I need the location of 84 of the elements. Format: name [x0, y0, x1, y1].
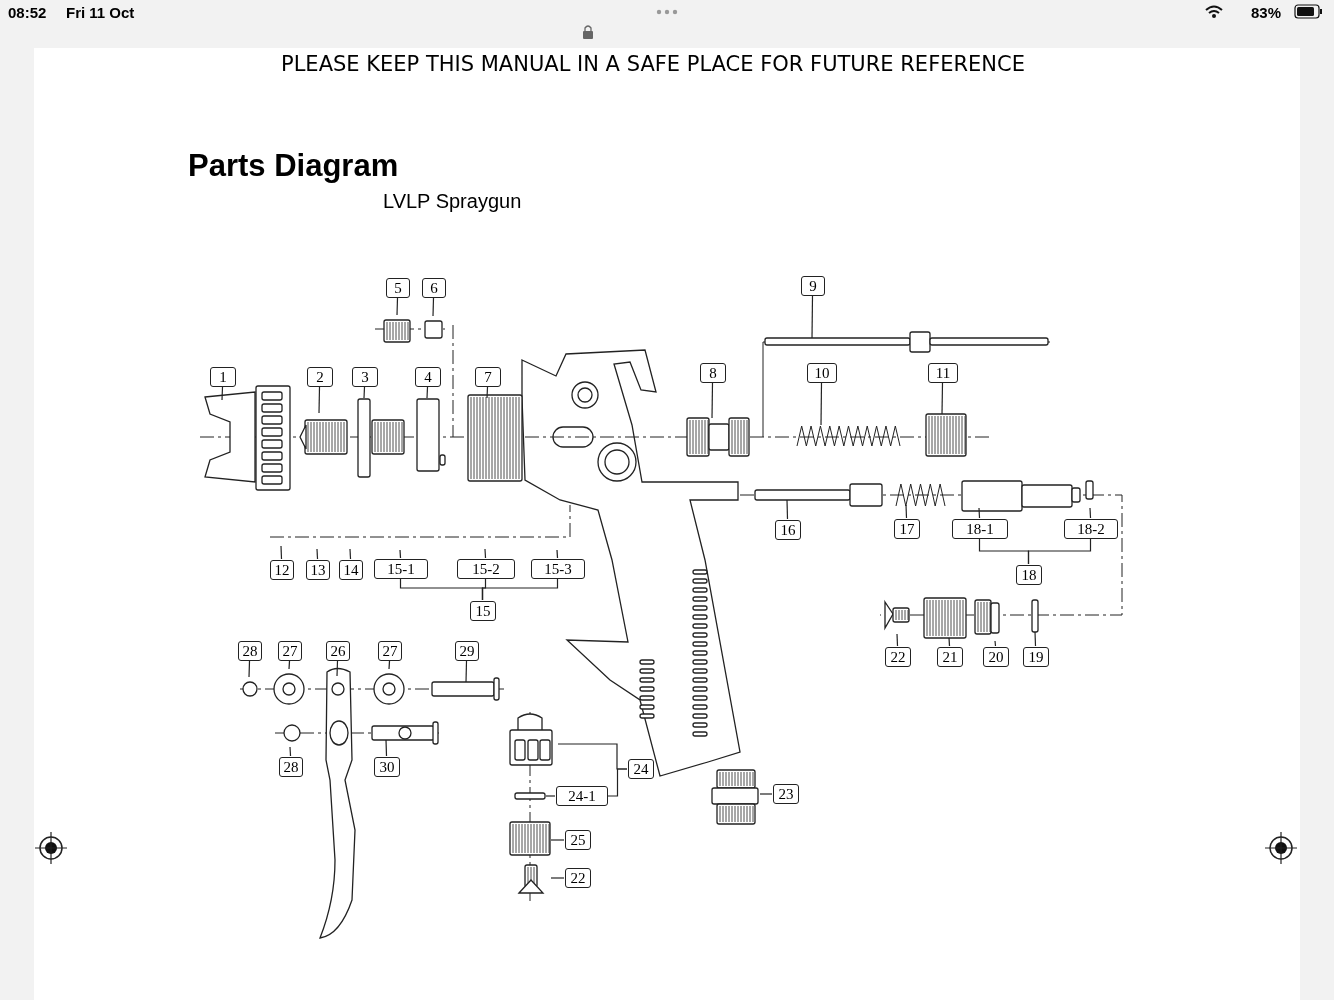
leader-line: [363, 386, 366, 399]
leader-line: [316, 548, 319, 560]
callout-number: 13: [306, 560, 330, 580]
leader-line: [318, 386, 321, 414]
leader-line: [465, 660, 468, 683]
leader-line: [1034, 631, 1037, 647]
leader-line: [607, 768, 628, 797]
callout-number: 29: [455, 641, 479, 661]
leader-line: [1027, 538, 1092, 565]
callout-number: 24-1: [556, 786, 608, 806]
callout-number: 1: [210, 367, 236, 387]
leader-line: [811, 295, 814, 339]
callout-number: 27: [278, 641, 302, 661]
product-subtitle: LVLP Spraygun: [383, 190, 522, 213]
callout-number: 18: [1016, 565, 1042, 585]
callout-number: 18-2: [1064, 519, 1118, 539]
leader-line: [289, 746, 292, 757]
leader-line: [288, 660, 291, 670]
leader-line: [550, 839, 565, 841]
callout-number: 26: [326, 641, 350, 661]
callout-number: 14: [339, 560, 363, 580]
callout-number: 8: [700, 363, 726, 383]
leader-line: [396, 297, 399, 316]
leader-line: [399, 549, 402, 559]
callout-number: 20: [983, 647, 1009, 667]
callout-number: 12: [270, 560, 294, 580]
callout-number: 22: [565, 868, 591, 888]
callout-number: 6: [422, 278, 446, 298]
leader-line: [786, 499, 789, 520]
callout-number: 3: [352, 367, 378, 387]
callout-number: 21: [937, 647, 963, 667]
callout-number: 16: [775, 520, 801, 540]
leader-line: [248, 660, 251, 678]
leader-line: [385, 739, 388, 757]
clock-time: 08:52: [8, 4, 47, 21]
callout-number: 9: [801, 276, 825, 296]
leader-line: [941, 382, 944, 415]
leader-line: [978, 507, 981, 519]
callout-number: 24: [628, 759, 654, 779]
callout-number: 23: [773, 784, 799, 804]
leader-line: [905, 504, 908, 519]
callout-number: 15-2: [457, 559, 515, 579]
callout-number: 11: [928, 363, 958, 383]
callout-number: 15-3: [531, 559, 585, 579]
callout-number: 4: [415, 367, 441, 387]
leader-line: [221, 386, 224, 401]
callout-number: 18-1: [952, 519, 1008, 539]
leader-line: [711, 382, 714, 419]
leader-line: [349, 548, 352, 560]
callout-number: 28: [238, 641, 262, 661]
leader-line: [820, 382, 823, 426]
leader-line: [388, 660, 391, 670]
callout-number: 15-1: [374, 559, 428, 579]
leader-line: [486, 386, 489, 399]
leader-line: [280, 545, 283, 560]
callout-number: 15: [470, 601, 496, 621]
leader-line: [1089, 507, 1092, 519]
leader-line: [994, 640, 997, 647]
status-date: Fri 11 Oct: [66, 4, 135, 21]
callout-number: 19: [1023, 647, 1049, 667]
leader-line: [426, 386, 429, 399]
leader-line: [948, 637, 951, 647]
battery-level: 83%: [1251, 4, 1282, 21]
leader-line: [484, 548, 487, 559]
leader-line: [481, 578, 559, 601]
notice-heading: PLEASE KEEP THIS MANUAL IN A SAFE PLACE FOR FUTURE REFERENCE: [281, 52, 1025, 76]
callout-number: 30: [374, 757, 400, 777]
leader-line: [550, 877, 565, 879]
callout-number: 27: [378, 641, 402, 661]
callout-number: 25: [565, 830, 591, 850]
callout-number: 5: [386, 278, 410, 298]
leader-line: [896, 633, 899, 647]
leader-line: [556, 549, 559, 559]
callout-number: 10: [807, 363, 837, 383]
leader-line: [432, 297, 435, 317]
leader-line: [336, 660, 339, 677]
callout-number: 17: [894, 519, 920, 539]
callout-number: 28: [279, 757, 303, 777]
leader-line: [545, 795, 556, 797]
diagram-title: Parts Diagram: [188, 148, 399, 184]
callout-number: 2: [307, 367, 333, 387]
callout-number: 22: [885, 647, 911, 667]
leader-line: [759, 793, 773, 795]
callout-number: 7: [475, 367, 501, 387]
